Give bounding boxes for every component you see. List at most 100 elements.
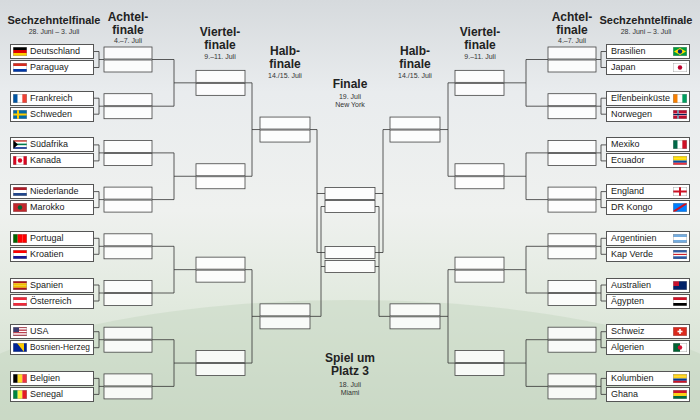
pitch-shade: [0, 300, 700, 420]
bracket-line: [99, 106, 104, 107]
empty-slot: [260, 130, 310, 142]
team-name: Senegal: [30, 388, 63, 401]
round-heading: Halb- finale: [393, 45, 437, 71]
bracket-line: [94, 67, 99, 68]
flag-icon: [13, 374, 27, 383]
round-date: New York: [320, 101, 380, 109]
bracket-line: [526, 59, 548, 60]
team-name: Kroatien: [30, 248, 64, 261]
flag-icon: [673, 187, 687, 196]
flag-icon: [673, 140, 687, 149]
empty-slot: [548, 374, 596, 386]
team-box: Senegal: [10, 387, 94, 402]
bracket-line: [440, 316, 448, 317]
team-box: Deutschland: [10, 44, 94, 59]
bracket-line: [245, 176, 252, 177]
team-box: Schweden: [10, 107, 94, 122]
empty-slot: [196, 177, 245, 189]
empty-slot: [455, 257, 504, 269]
bracket-line: [94, 301, 99, 302]
empty-slot: [548, 234, 596, 246]
empty-slot: [196, 70, 245, 82]
bracket-line: [321, 206, 325, 207]
bracket-line: [383, 129, 390, 130]
team-box: Spanien: [10, 278, 94, 293]
team-box: Australien: [606, 278, 690, 293]
bracket-line: [94, 191, 99, 192]
flag-icon: [673, 297, 687, 306]
empty-slot: [196, 351, 245, 363]
empty-slot: [104, 60, 152, 72]
flag-icon: [13, 140, 27, 149]
bracket-line: [152, 339, 174, 340]
flag-icon: [13, 156, 27, 165]
bracket-line: [94, 238, 99, 239]
bracket-line: [310, 316, 321, 317]
flag-icon: [673, 327, 687, 336]
empty-slot: [390, 117, 440, 129]
round-date: 4.–7. Juli: [98, 37, 158, 45]
flag-icon: [13, 187, 27, 196]
bracket-line: [596, 386, 601, 387]
flag-icon: [673, 343, 687, 352]
empty-slot: [548, 387, 596, 399]
team-box: Frankreich: [10, 91, 94, 106]
team-name: Spanien: [30, 279, 63, 292]
bracket-line: [99, 246, 104, 247]
bracket-line: [596, 293, 601, 294]
bracket-line: [99, 339, 104, 340]
bracket-line: [174, 269, 196, 270]
bracket-line: [526, 246, 548, 247]
empty-slot: [548, 47, 596, 59]
team-name: Japan: [611, 61, 636, 74]
bracket-line: [245, 363, 252, 364]
round-date: 14./15. Juli: [385, 72, 445, 80]
bracket-line: [596, 152, 601, 153]
team-name: Österreich: [30, 295, 72, 308]
team-name: Marokko: [30, 201, 65, 214]
team-name: Australien: [611, 279, 651, 292]
flag-icon: [673, 234, 687, 243]
team-box: Kroatien: [10, 247, 94, 262]
empty-slot: [104, 187, 152, 199]
flag-icon: [673, 63, 687, 72]
flag-icon: [13, 47, 27, 56]
bracket-line: [152, 246, 174, 247]
bracket-line: [94, 347, 99, 348]
flag-icon: [673, 390, 687, 399]
bracket-line: [526, 199, 548, 200]
flag-icon: [673, 374, 687, 383]
bracket-line: [174, 82, 196, 83]
flag-icon: [13, 281, 27, 290]
team-name: Niederlande: [30, 185, 79, 198]
empty-slot: [196, 83, 245, 95]
team-name: Paraguay: [30, 61, 69, 74]
empty-slot: [548, 94, 596, 106]
bracket-line: [317, 193, 325, 194]
bracket-line: [174, 176, 196, 177]
empty-slot: [325, 247, 375, 259]
bracket-line: [152, 106, 174, 107]
empty-slot: [455, 351, 504, 363]
bracket-line: [321, 207, 322, 317]
bracket-line: [596, 246, 601, 247]
team-box: Kolumbien: [606, 371, 690, 386]
team-box: Südafrika: [10, 137, 94, 152]
empty-slot: [548, 327, 596, 339]
team-box: Argentinien: [606, 231, 690, 246]
bracket-line: [383, 130, 384, 253]
bracket-line: [99, 152, 104, 153]
empty-slot: [548, 294, 596, 306]
team-name: Kap Verde: [611, 248, 653, 261]
empty-slot: [104, 234, 152, 246]
team-name: Deutschland: [30, 45, 80, 58]
flag-icon: [673, 203, 687, 212]
team-name: Bosnien-Herzeg: [30, 341, 90, 354]
team-box: Österreich: [10, 294, 94, 309]
bracket-line: [152, 293, 174, 294]
bracket-line: [375, 206, 379, 207]
team-box: Schweiz: [606, 324, 690, 339]
empty-slot: [104, 281, 152, 293]
round-date: 28. Juni – 3. Juli: [2, 28, 106, 36]
